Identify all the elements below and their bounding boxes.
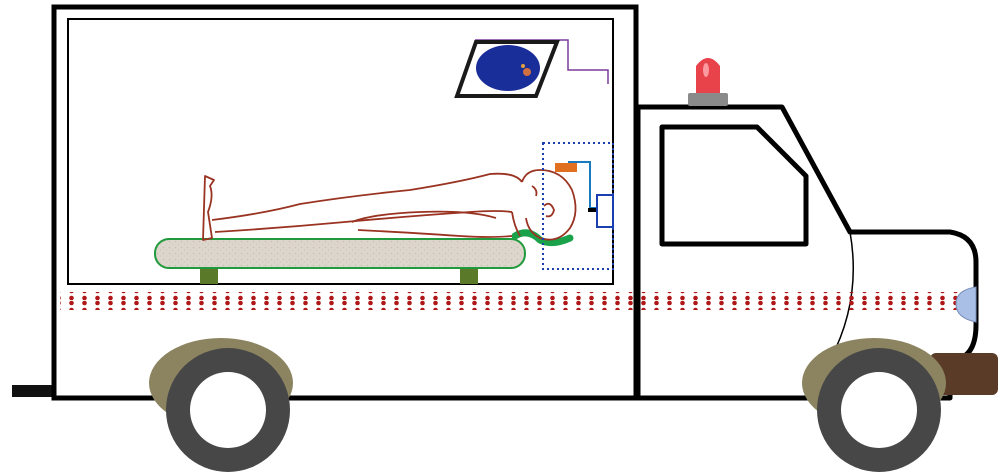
siren-light-icon	[688, 58, 728, 106]
rear-step	[12, 385, 56, 397]
rear-wheel	[166, 348, 290, 472]
front-wheel	[817, 348, 941, 472]
red-dot-stripe	[60, 292, 960, 310]
